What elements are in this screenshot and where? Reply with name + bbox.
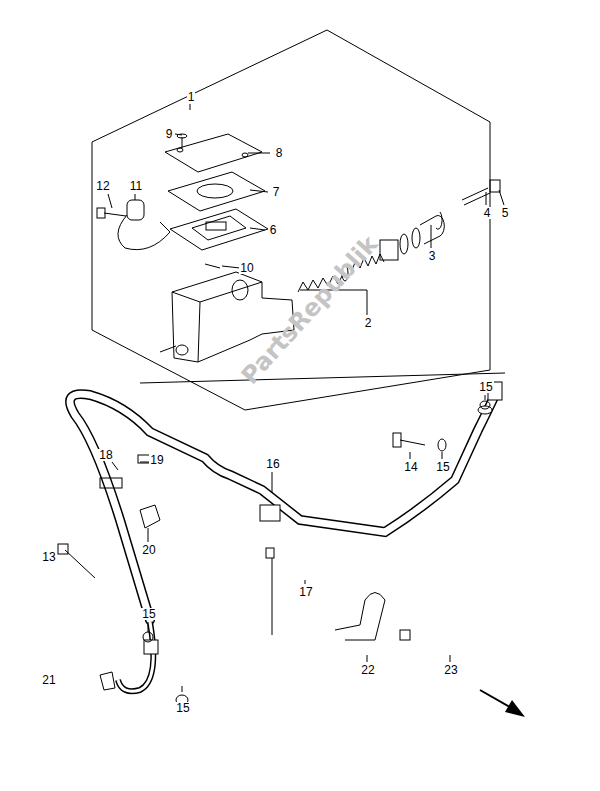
callout-number: 13 xyxy=(41,551,56,563)
callout-number: 21 xyxy=(41,674,56,686)
callout-number: 3 xyxy=(428,250,437,262)
callout-number: 18 xyxy=(98,449,113,461)
callout-number: 15 xyxy=(478,381,493,393)
leader-lines xyxy=(108,104,504,692)
clutch-hose xyxy=(70,382,502,691)
callout-number: 9 xyxy=(165,128,174,140)
callout-number: 19 xyxy=(149,454,164,466)
callout-number: 5 xyxy=(501,207,510,219)
reservoir-parts xyxy=(165,134,268,268)
direction-arrow xyxy=(480,690,525,717)
callout-number: 22 xyxy=(360,664,375,676)
callout-number: 15 xyxy=(141,608,156,620)
callout-number: 7 xyxy=(272,186,281,198)
callout-number: 14 xyxy=(403,461,418,473)
callout-number: 16 xyxy=(265,458,280,470)
callout-number: 8 xyxy=(275,147,284,159)
callout-number: 6 xyxy=(269,224,278,236)
callout-number: 4 xyxy=(483,207,492,219)
callout-number: 12 xyxy=(95,180,110,192)
callout-number: 10 xyxy=(239,262,254,274)
callout-number: 15 xyxy=(175,702,190,714)
callout-number: 1 xyxy=(187,91,196,103)
assembly-baseline xyxy=(140,373,505,383)
callout-number: 15 xyxy=(435,461,450,473)
hardware xyxy=(58,401,490,705)
assembly-outline xyxy=(92,30,490,410)
callout-number: 11 xyxy=(129,180,143,192)
callout-number: 2 xyxy=(364,317,373,329)
callout-number: 17 xyxy=(298,586,313,598)
callout-number: 20 xyxy=(141,544,156,556)
watermark: PartsRepublik xyxy=(238,232,383,389)
clamp xyxy=(97,200,170,250)
callout-number: 23 xyxy=(443,664,458,676)
